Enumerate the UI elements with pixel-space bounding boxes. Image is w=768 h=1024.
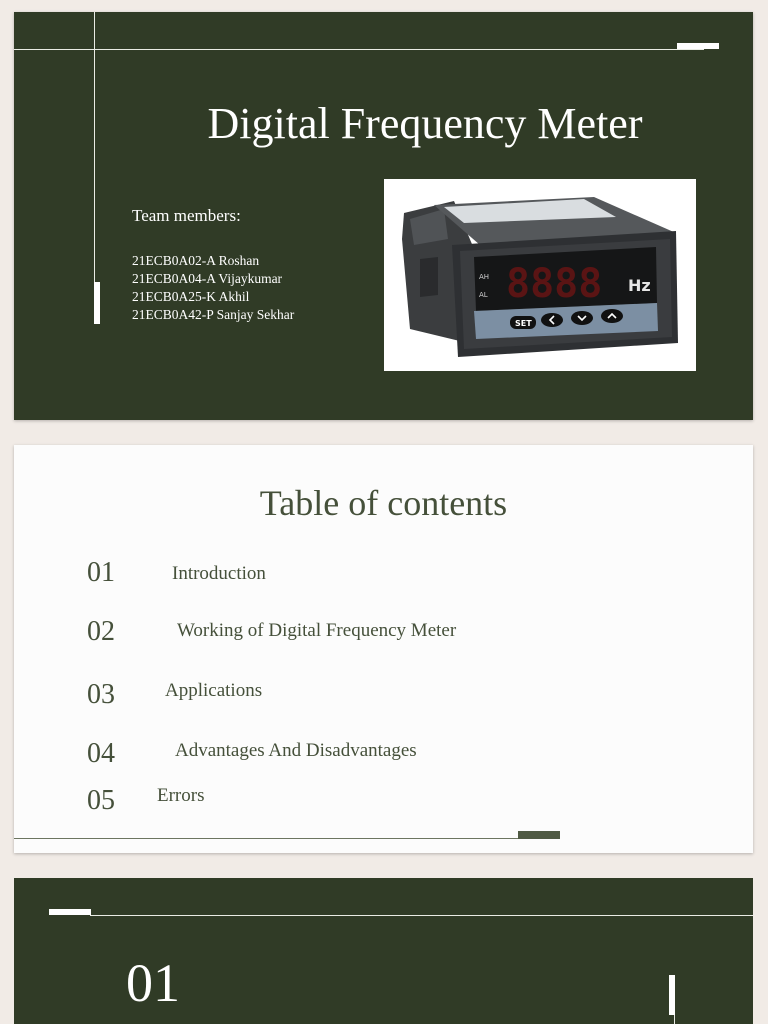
meter-down-button xyxy=(571,311,593,325)
toc-title: Table of contents xyxy=(259,483,508,523)
meter-set-button xyxy=(510,316,536,329)
toc-item-label[interactable]: Advantages And Disadvantages xyxy=(175,740,417,761)
toc-item-label[interactable]: Applications xyxy=(165,680,263,701)
decor-bottom-bar xyxy=(518,831,560,839)
team-member: 21ECB0A02-A Roshan xyxy=(132,253,260,268)
decor-vertical-bar xyxy=(669,975,675,1015)
team-member: 21ECB0A42-P Sanjay Sekhar xyxy=(132,307,295,322)
decor-horizontal-bar xyxy=(677,43,719,49)
toc-item-label[interactable]: Introduction xyxy=(172,563,266,584)
frequency-meter-image: 8888 Hz AH AL SET xyxy=(402,197,678,357)
slide-title: Digital Frequency Meter xyxy=(207,99,643,148)
decor-horizontal-line xyxy=(90,915,753,916)
team-member: 21ECB0A04-A Vijaykumar xyxy=(132,271,283,286)
toc-item-number: 03 xyxy=(87,679,115,710)
section-number: 01 xyxy=(126,953,180,1013)
meter-left-button xyxy=(541,313,563,327)
meter-unit-label: Hz xyxy=(628,276,651,295)
team-heading: Team members: xyxy=(132,206,241,225)
decor-horizontal-line xyxy=(14,49,704,50)
decor-vertical-bar xyxy=(94,282,100,324)
toc-item-number: 04 xyxy=(87,738,115,769)
toc-item-number: 01 xyxy=(87,557,115,588)
frequency-meter-photo: 8888 Hz AH AL SET xyxy=(384,179,696,371)
title-slide[interactable]: Digital Frequency Meter Team members: 21… xyxy=(14,12,753,420)
toc-item-number: 05 xyxy=(87,785,115,816)
decor-vertical-line xyxy=(94,12,95,322)
decor-horizontal-bar xyxy=(49,909,91,915)
toc-item-label[interactable]: Working of Digital Frequency Meter xyxy=(177,620,457,641)
meter-indicator-al: AL xyxy=(479,291,488,299)
meter-display-digits: 8888 xyxy=(506,261,602,307)
toc-item-label[interactable]: Errors xyxy=(157,785,205,806)
section-slide[interactable]: 01 xyxy=(14,878,753,1024)
team-member: 21ECB0A25-K Akhil xyxy=(132,289,250,304)
toc-item-number: 02 xyxy=(87,616,115,647)
table-of-contents-slide[interactable]: Table of contents 01 Introduction 02 Wor… xyxy=(14,445,753,853)
decor-bottom-line xyxy=(14,838,544,839)
team-member-list: 21ECB0A02-A Roshan 21ECB0A04-A Vijaykuma… xyxy=(132,252,294,324)
meter-indicator-ah: AH xyxy=(479,273,489,281)
meter-up-button xyxy=(601,309,623,323)
meter-set-label: SET xyxy=(515,319,532,328)
